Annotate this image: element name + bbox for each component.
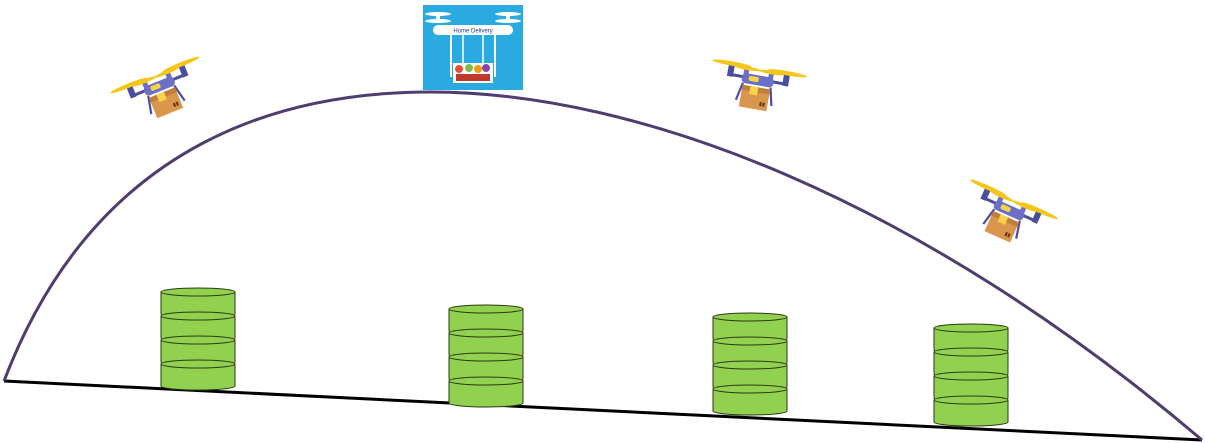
delivery-drone-icon	[108, 53, 217, 133]
delivery-drone-icon	[951, 176, 1061, 258]
database-stack-icon	[160, 287, 236, 391]
delivery-drone-icon	[703, 56, 809, 119]
ground-line	[3, 379, 1203, 442]
badge-label: Home Delivery	[453, 29, 492, 35]
database-stack-icon	[933, 323, 1009, 427]
home-delivery-drone-icon: Home Delivery	[423, 5, 523, 90]
database-stack-icon	[448, 304, 524, 408]
database-stack-icon	[712, 312, 788, 416]
flight-trajectory-arc	[2, 90, 1203, 442]
